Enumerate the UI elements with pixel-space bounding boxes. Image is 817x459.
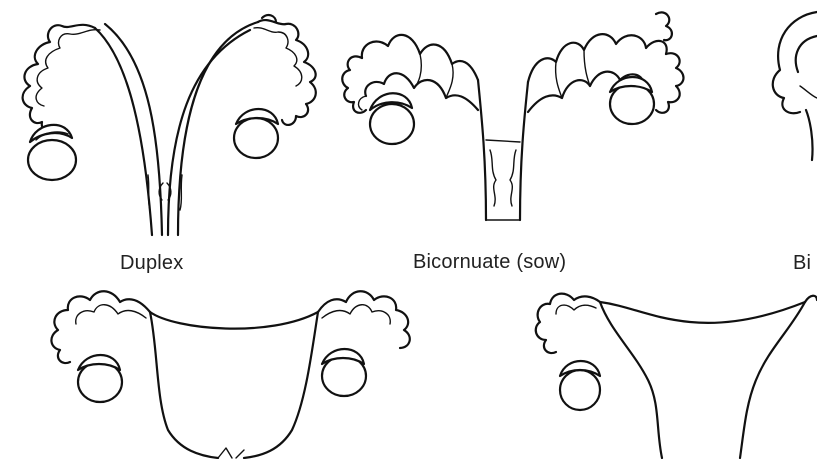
bicornuate-left-horn (362, 35, 478, 80)
bottom-right-fundus (600, 302, 805, 323)
bottom-left-body (150, 312, 318, 329)
duplex-uterus-illustration (23, 15, 316, 235)
bicornuate-uterus-illustration (342, 12, 683, 220)
duplex-left-horn (95, 28, 152, 235)
bicornuate-body-left (478, 80, 486, 220)
duplex-right-ovary (234, 118, 278, 158)
bottom-left-right-oviduct (318, 291, 410, 348)
bicornuate-left-ovary (370, 104, 414, 144)
partial-right-illustration (773, 12, 817, 160)
bottom-left-left-oviduct (51, 291, 150, 363)
bicornuate-caption: Bicornuate (sow) (413, 251, 566, 274)
duplex-left-ovary (28, 140, 76, 180)
bottom-right-uterus-illustration (536, 294, 817, 458)
duplex-left-horn-inner (105, 24, 162, 235)
bicornuate-body-right (520, 82, 528, 220)
bottom-right-left-ovary (560, 370, 600, 410)
duplex-caption: Duplex (120, 252, 183, 275)
bottom-left-uterus-illustration (51, 291, 409, 458)
partial-caption: Bi (793, 252, 811, 275)
